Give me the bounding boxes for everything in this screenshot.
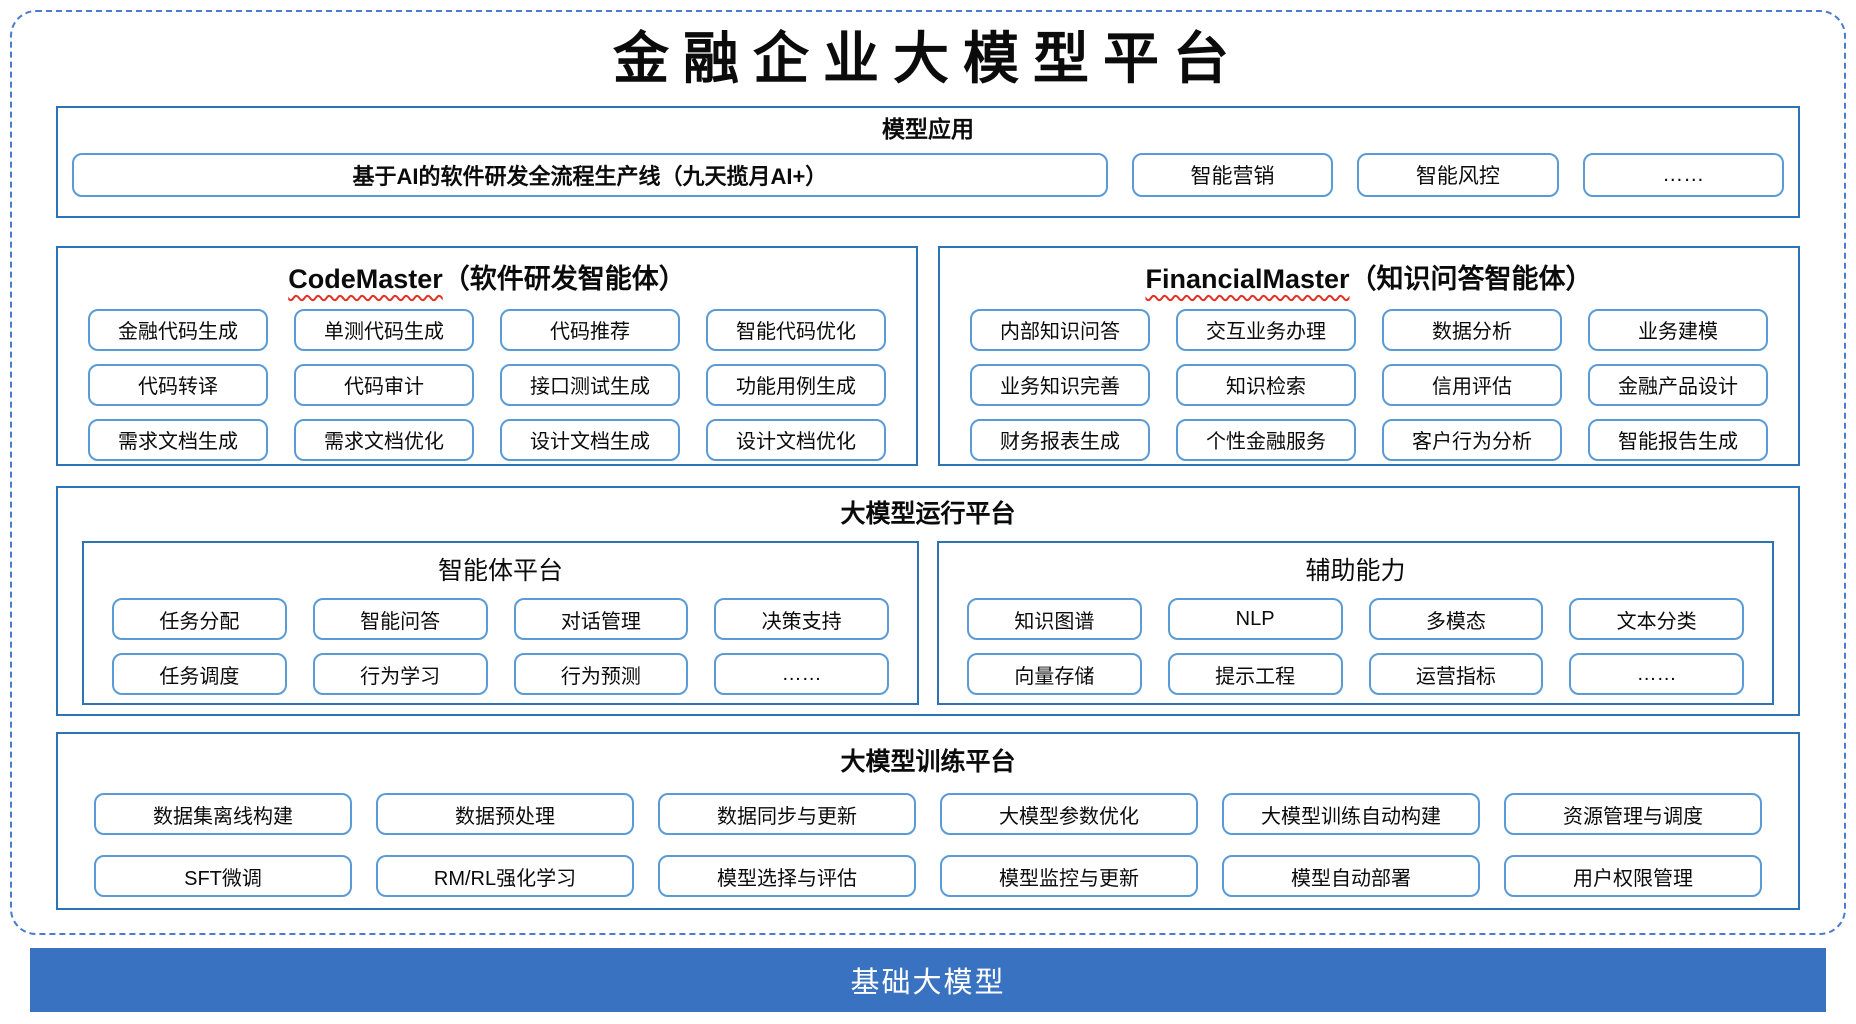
app-box: 智能风控 bbox=[1357, 153, 1559, 198]
diagram-title: 金融企业大模型平台 bbox=[613, 29, 1243, 91]
foundation-model-label: 基础大模型 bbox=[850, 967, 1006, 999]
app-pipeline-box: 基于AI的软件研发全流程生产线（九天揽月AI+） bbox=[72, 153, 1108, 198]
capability-box: RM/RL强化学习 bbox=[376, 855, 634, 898]
capability-box: 多模态 bbox=[1368, 598, 1544, 641]
group-agent-platform: 智能体平台 任务分配 智能问答 对话管理 决策支持 任务调度 行为学习 行为预测… bbox=[82, 541, 919, 706]
capability-box: 数据分析 bbox=[1382, 308, 1562, 351]
capability-box: 数据预处理 bbox=[376, 793, 634, 836]
capability-box: 设计文档生成 bbox=[500, 418, 680, 461]
capability-box: 设计文档优化 bbox=[706, 418, 886, 461]
section-model-applications-header: 模型应用 bbox=[882, 115, 974, 142]
capability-box: 内部知识问答 bbox=[970, 308, 1150, 351]
capability-box: 任务分配 bbox=[112, 598, 287, 641]
capability-box: 对话管理 bbox=[513, 598, 689, 641]
capability-box: 资源管理与调度 bbox=[1504, 793, 1762, 836]
codemaster-name-en: CodeMaster bbox=[288, 263, 443, 294]
group-agent-platform-title: 智能体平台 bbox=[437, 557, 563, 586]
capability-box: NLP bbox=[1167, 598, 1343, 641]
training-platform-header: 大模型训练平台 bbox=[840, 747, 1016, 776]
codemaster-name-zh: （软件研发智能体） bbox=[442, 263, 686, 294]
section-financialmaster: FinancialMaster（知识问答智能体） 内部知识问答 交互业务办理 数… bbox=[938, 245, 1800, 466]
capability-box: 任务调度 bbox=[112, 653, 287, 696]
capability-box-more: …… bbox=[1569, 653, 1744, 696]
capability-box: 向量存储 bbox=[967, 653, 1142, 696]
training-grid: 数据集离线构建 数据预处理 数据同步与更新 大模型参数优化 大模型训练自动构建 … bbox=[94, 793, 1762, 898]
capability-box: 个性金融服务 bbox=[1176, 418, 1356, 461]
app-box-more: …… bbox=[1582, 153, 1785, 198]
financialmaster-grid: 内部知识问答 交互业务办理 数据分析 业务建模 业务知识完善 知识检索 信用评估… bbox=[970, 308, 1768, 461]
capability-box: 知识图谱 bbox=[967, 598, 1142, 641]
section-runtime-platform: 大模型运行平台 智能体平台 任务分配 智能问答 对话管理 决策支持 任务调度 行… bbox=[56, 485, 1800, 716]
capability-box: 客户行为分析 bbox=[1382, 418, 1562, 461]
capability-box: 模型自动部署 bbox=[1222, 855, 1480, 898]
capability-box: 智能问答 bbox=[312, 598, 488, 641]
financialmaster-title: FinancialMaster（知识问答智能体） bbox=[970, 257, 1768, 296]
capability-box: 业务知识完善 bbox=[970, 363, 1150, 406]
capability-box-more: …… bbox=[714, 653, 889, 696]
capability-box: 数据集离线构建 bbox=[94, 793, 352, 836]
capability-box: 大模型参数优化 bbox=[940, 793, 1198, 836]
capability-box: 接口测试生成 bbox=[500, 363, 680, 406]
agents-row: CodeMaster（软件研发智能体） 金融代码生成 单测代码生成 代码推荐 智… bbox=[56, 245, 1800, 466]
capability-box: 金融产品设计 bbox=[1588, 363, 1768, 406]
section-model-applications: 模型应用 基于AI的软件研发全流程生产线（九天揽月AI+） 智能营销 智能风控 … bbox=[56, 105, 1800, 218]
capability-box: SFT微调 bbox=[94, 855, 352, 898]
capability-box: 交互业务办理 bbox=[1176, 308, 1356, 351]
capability-box: 模型监控与更新 bbox=[940, 855, 1198, 898]
capability-box: 业务建模 bbox=[1588, 308, 1768, 351]
capability-box: 知识检索 bbox=[1176, 363, 1356, 406]
capability-box: 运营指标 bbox=[1368, 653, 1544, 696]
capability-box: 信用评估 bbox=[1382, 363, 1562, 406]
group-auxiliary-title: 辅助能力 bbox=[1305, 557, 1406, 586]
capability-box: 数据同步与更新 bbox=[658, 793, 916, 836]
codemaster-grid: 金融代码生成 单测代码生成 代码推荐 智能代码优化 代码转译 代码审计 接口测试… bbox=[88, 308, 886, 461]
capability-box: 提示工程 bbox=[1167, 653, 1343, 696]
section-training-platform: 大模型训练平台 数据集离线构建 数据预处理 数据同步与更新 大模型参数优化 大模… bbox=[56, 731, 1800, 910]
runtime-platform-header: 大模型运行平台 bbox=[840, 499, 1016, 528]
capability-box: 决策支持 bbox=[714, 598, 889, 641]
capability-box: 需求文档优化 bbox=[294, 418, 474, 461]
capability-box: 财务报表生成 bbox=[970, 418, 1150, 461]
capability-box: 需求文档生成 bbox=[88, 418, 268, 461]
platform-outer-frame: 金融企业大模型平台 模型应用 基于AI的软件研发全流程生产线（九天揽月AI+） … bbox=[10, 10, 1846, 935]
group-auxiliary-capabilities: 辅助能力 知识图谱 NLP 多模态 文本分类 向量存储 提示工程 运营指标 …… bbox=[937, 541, 1774, 706]
financialmaster-name-zh: （知识问答智能体） bbox=[1349, 263, 1593, 294]
capability-box: 单测代码生成 bbox=[294, 308, 474, 351]
app-box: 智能营销 bbox=[1131, 153, 1334, 198]
capability-box: 文本分类 bbox=[1569, 598, 1744, 641]
auxiliary-grid: 知识图谱 NLP 多模态 文本分类 向量存储 提示工程 运营指标 …… bbox=[967, 598, 1744, 696]
capability-box: 代码转译 bbox=[88, 363, 268, 406]
capability-box: 行为预测 bbox=[513, 653, 689, 696]
applications-row: 基于AI的软件研发全流程生产线（九天揽月AI+） 智能营销 智能风控 …… bbox=[72, 153, 1785, 198]
capability-box: 智能代码优化 bbox=[706, 308, 886, 351]
capability-box: 功能用例生成 bbox=[706, 363, 886, 406]
codemaster-title: CodeMaster（软件研发智能体） bbox=[88, 257, 886, 296]
capability-box: 行为学习 bbox=[312, 653, 488, 696]
capability-box: 模型选择与评估 bbox=[658, 855, 916, 898]
runtime-groups-row: 智能体平台 任务分配 智能问答 对话管理 决策支持 任务调度 行为学习 行为预测… bbox=[82, 541, 1774, 706]
capability-box: 大模型训练自动构建 bbox=[1222, 793, 1480, 836]
section-codemaster: CodeMaster（软件研发智能体） 金融代码生成 单测代码生成 代码推荐 智… bbox=[56, 245, 918, 466]
capability-box: 用户权限管理 bbox=[1504, 855, 1762, 898]
capability-box: 代码审计 bbox=[294, 363, 474, 406]
financialmaster-name-en: FinancialMaster bbox=[1145, 263, 1350, 294]
agent-platform-grid: 任务分配 智能问答 对话管理 决策支持 任务调度 行为学习 行为预测 …… bbox=[112, 598, 889, 696]
capability-box: 智能报告生成 bbox=[1588, 418, 1768, 461]
foundation-model-bar: 基础大模型 bbox=[30, 948, 1826, 1012]
capability-box: 代码推荐 bbox=[500, 308, 680, 351]
capability-box: 金融代码生成 bbox=[88, 308, 268, 351]
